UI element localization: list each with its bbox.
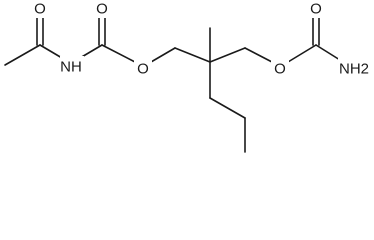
- atom-labels: O NH O O O O NH2: [31, 0, 370, 78]
- bond-carbamate2-nh2: [315, 44, 341, 61]
- bond-ester-o2-carbamate2: [287, 44, 317, 63]
- bond-ch2-quat: [174, 47, 211, 63]
- bond-n-carbamate: [79, 44, 103, 59]
- acetyl-oxygen-label: O: [34, 1, 46, 18]
- bond-propyl-2: [209, 97, 246, 119]
- bond-quat-ch2-right: [209, 47, 246, 63]
- bond-acetyl-n: [39, 44, 63, 59]
- bonds: [4, 13, 341, 153]
- bond-ch2-ester-o2: [244, 47, 273, 63]
- carbamate-oxygen-1-label: O: [96, 1, 108, 18]
- bond-methyl-carbonyl: [4, 44, 41, 66]
- bond-ester-o-ch2: [150, 47, 176, 63]
- carbamate-oxygen-2-label: O: [310, 1, 322, 18]
- bond-carbamate-ester-o: [101, 44, 136, 63]
- amine-nh2-label: NH2: [339, 61, 369, 78]
- ester-oxygen-2-label: O: [274, 61, 286, 78]
- amide-nitrogen-label: NH: [60, 59, 82, 76]
- chemical-structure-diagram: O NH O O O O NH2: [4, 0, 370, 153]
- ester-oxygen-1-label: O: [137, 61, 149, 78]
